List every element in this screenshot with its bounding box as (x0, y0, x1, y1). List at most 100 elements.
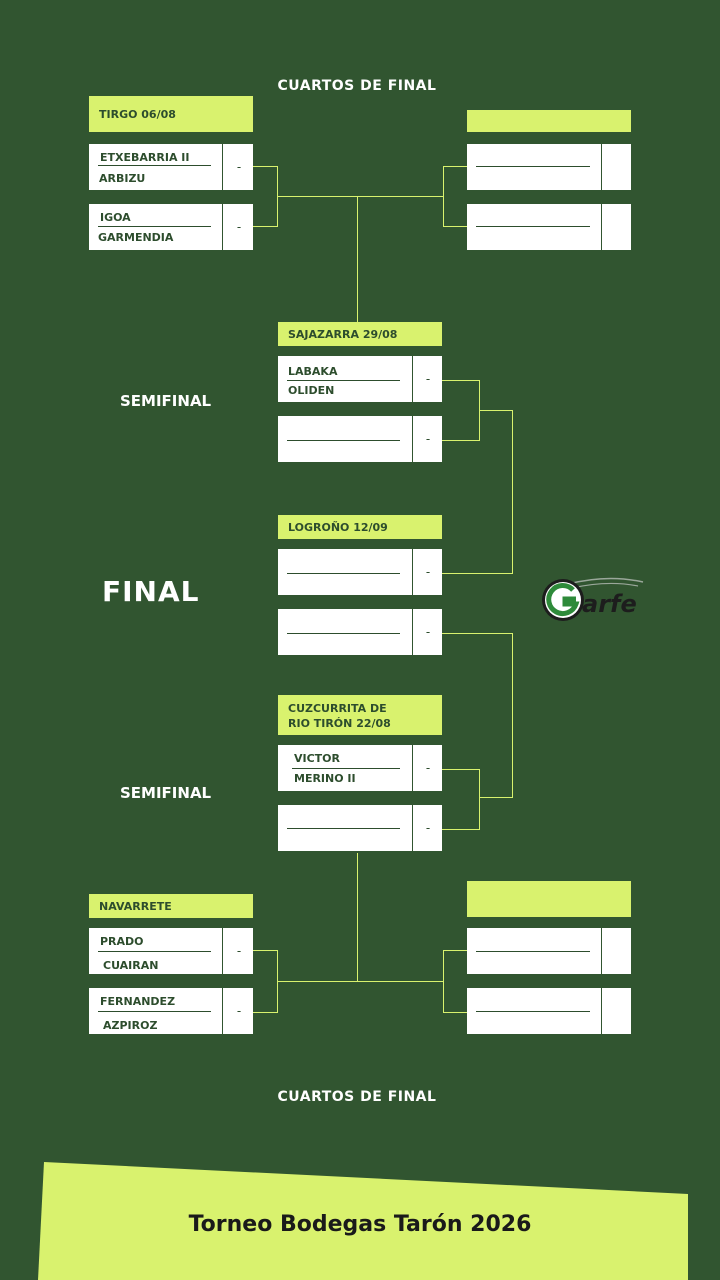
match-names (467, 204, 602, 250)
connector-line (512, 633, 513, 798)
name-divider (287, 828, 400, 829)
match-names (278, 609, 413, 655)
name-divider (287, 440, 400, 441)
player-name: OLIDEN (288, 384, 335, 397)
venue-sajazarra: SAJAZARRA 29/08 (278, 322, 442, 346)
venue-empty (467, 110, 631, 132)
connector-line (479, 769, 480, 830)
connector-line (443, 166, 467, 167)
match-card: FERNANDEZ AZPIROZ - (89, 988, 253, 1034)
venue-line: RIO TIRÓN 22/08 (288, 717, 391, 730)
match-names: VICTOR MERINO II (278, 745, 413, 791)
player-name: GARMENDIA (98, 231, 174, 244)
match-names (278, 549, 413, 595)
match-score: - (425, 821, 431, 835)
connector-line (443, 166, 444, 227)
name-divider (476, 951, 590, 952)
match-score: - (236, 220, 242, 234)
connector-line (479, 797, 513, 798)
name-divider (287, 633, 400, 634)
quarterfinals-bottom-title: CUARTOS DE FINAL (277, 1089, 437, 1105)
match-score: - (236, 1004, 242, 1018)
match-names: PRADO CUAIRAN (89, 928, 223, 974)
name-divider (476, 166, 590, 167)
player-name: IGOA (100, 211, 131, 224)
match-score: - (425, 432, 431, 446)
match-card: IGOA GARMENDIA - (89, 204, 253, 250)
player-name: ARBIZU (99, 172, 146, 185)
match-names: LABAKA OLIDEN (278, 356, 413, 402)
tournament-title: Torneo Bodegas Tarón 2026 (188, 1212, 532, 1237)
connector-line (357, 853, 358, 981)
match-names (467, 988, 602, 1034)
player-name: CUAIRAN (103, 959, 159, 972)
match-score: - (425, 372, 431, 386)
match-card: - (278, 805, 442, 851)
player-name: LABAKA (288, 365, 338, 378)
connector-line (253, 166, 278, 167)
match-card: - (278, 416, 442, 462)
match-names: IGOA GARMENDIA (89, 204, 223, 250)
venue-logrono: LOGROÑO 12/09 (278, 515, 442, 539)
connector-line (357, 196, 358, 322)
connector-line (253, 226, 278, 227)
match-card: LABAKA OLIDEN - (278, 356, 442, 402)
match-names (278, 805, 413, 851)
connector-line (442, 829, 480, 830)
match-names: ETXEBARRIA II ARBIZU (89, 144, 223, 190)
connector-line (442, 633, 513, 634)
connector-line (253, 950, 278, 951)
player-name: VICTOR (294, 752, 341, 765)
match-names (278, 416, 413, 462)
name-divider (287, 380, 400, 381)
quarterfinals-top-title: CUARTOS DE FINAL (277, 78, 437, 94)
player-name: FERNANDEZ (100, 995, 176, 1008)
match-card-empty (467, 204, 631, 250)
match-score: - (425, 761, 431, 775)
connector-line (443, 950, 467, 951)
logo-text: arfe (582, 590, 637, 618)
match-score: - (236, 160, 242, 174)
match-card-empty (467, 928, 631, 974)
connector-line (277, 981, 443, 982)
match-card: PRADO CUAIRAN - (89, 928, 253, 974)
final-label: FINAL (102, 575, 200, 608)
match-card: ETXEBARRIA II ARBIZU - (89, 144, 253, 190)
match-card-empty (467, 144, 631, 190)
match-score: - (425, 565, 431, 579)
connector-line (277, 196, 443, 197)
player-name: PRADO (100, 935, 144, 948)
venue-navarrete: NAVARRETE (89, 894, 253, 918)
player-name: ETXEBARRIA II (100, 151, 190, 164)
match-names (467, 144, 602, 190)
match-card: - (278, 549, 442, 595)
connector-line (442, 380, 480, 381)
match-score: - (236, 944, 242, 958)
name-divider (98, 1011, 211, 1012)
garfe-logo-icon (542, 577, 644, 621)
connector-line (479, 410, 513, 411)
semifinal-top-label: SEMIFINAL (120, 392, 212, 410)
connector-line (443, 226, 467, 227)
venue-cuzcurrita: CUZCURRITA DE RIO TIRÓN 22/08 (278, 695, 442, 735)
match-card: VICTOR MERINO II - (278, 745, 442, 791)
name-divider (98, 226, 211, 227)
connector-line (442, 573, 513, 574)
match-card-empty (467, 988, 631, 1034)
connector-line (443, 1012, 467, 1013)
connector-line (443, 950, 444, 1013)
name-divider (476, 226, 590, 227)
match-score: - (425, 625, 431, 639)
match-names (467, 928, 602, 974)
match-names: FERNANDEZ AZPIROZ (89, 988, 223, 1034)
connector-line (253, 1012, 278, 1013)
connector-line (442, 440, 480, 441)
venue-tirgo: TIRGO 06/08 (89, 96, 253, 132)
garfe-logo: arfe (538, 574, 648, 626)
venue-empty (467, 881, 631, 917)
name-divider (292, 768, 400, 769)
player-name: MERINO II (294, 772, 356, 785)
name-divider (476, 1011, 590, 1012)
player-name: AZPIROZ (103, 1019, 158, 1032)
